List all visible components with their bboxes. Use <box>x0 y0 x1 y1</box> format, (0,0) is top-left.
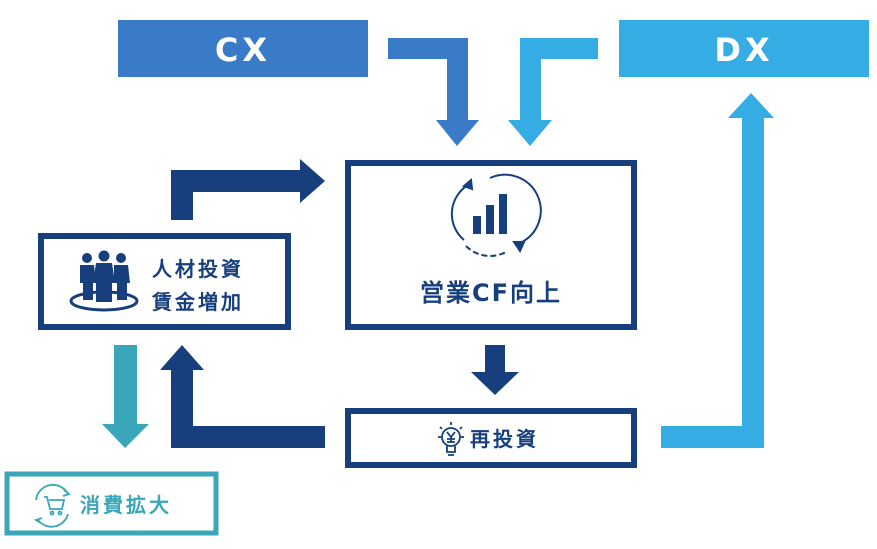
dx-label: DX <box>714 31 773 69</box>
cx-node: CX <box>118 20 368 77</box>
reinvestment-node: 再投資 <box>345 408 637 468</box>
arrow-dx-to-cf <box>508 38 598 146</box>
consumption-label: 消費拡大 <box>80 493 172 517</box>
hr-investment-label-line2: 賃金増加 <box>151 290 244 314</box>
arrow-cx-to-cf <box>388 38 479 146</box>
arrow-reinvest-to-hr <box>160 345 325 448</box>
reinvestment-label: 再投資 <box>470 427 539 451</box>
arrow-hr-to-consumption <box>102 345 149 448</box>
lightbulb-yen-icon <box>438 422 464 456</box>
operating-cf-label: 営業CF向上 <box>420 279 562 307</box>
business-people-icon <box>69 250 139 312</box>
bar-chart-cycle-icon <box>450 173 542 257</box>
consumption-node: 消費拡大 <box>4 471 219 536</box>
dx-node: DX <box>619 20 869 77</box>
operating-cf-node: 営業CF向上 <box>345 160 637 330</box>
arrow-hr-to-cf <box>171 159 325 220</box>
hr-investment-node: 人材投資 賃金増加 <box>38 233 291 330</box>
arrow-cf-to-reinvest <box>471 345 519 395</box>
hr-investment-label-line1: 人材投資 <box>152 257 244 281</box>
arrow-reinvest-to-dx <box>661 93 774 448</box>
shopping-cart-cycle-icon <box>33 483 71 528</box>
cx-label: CX <box>215 31 271 69</box>
